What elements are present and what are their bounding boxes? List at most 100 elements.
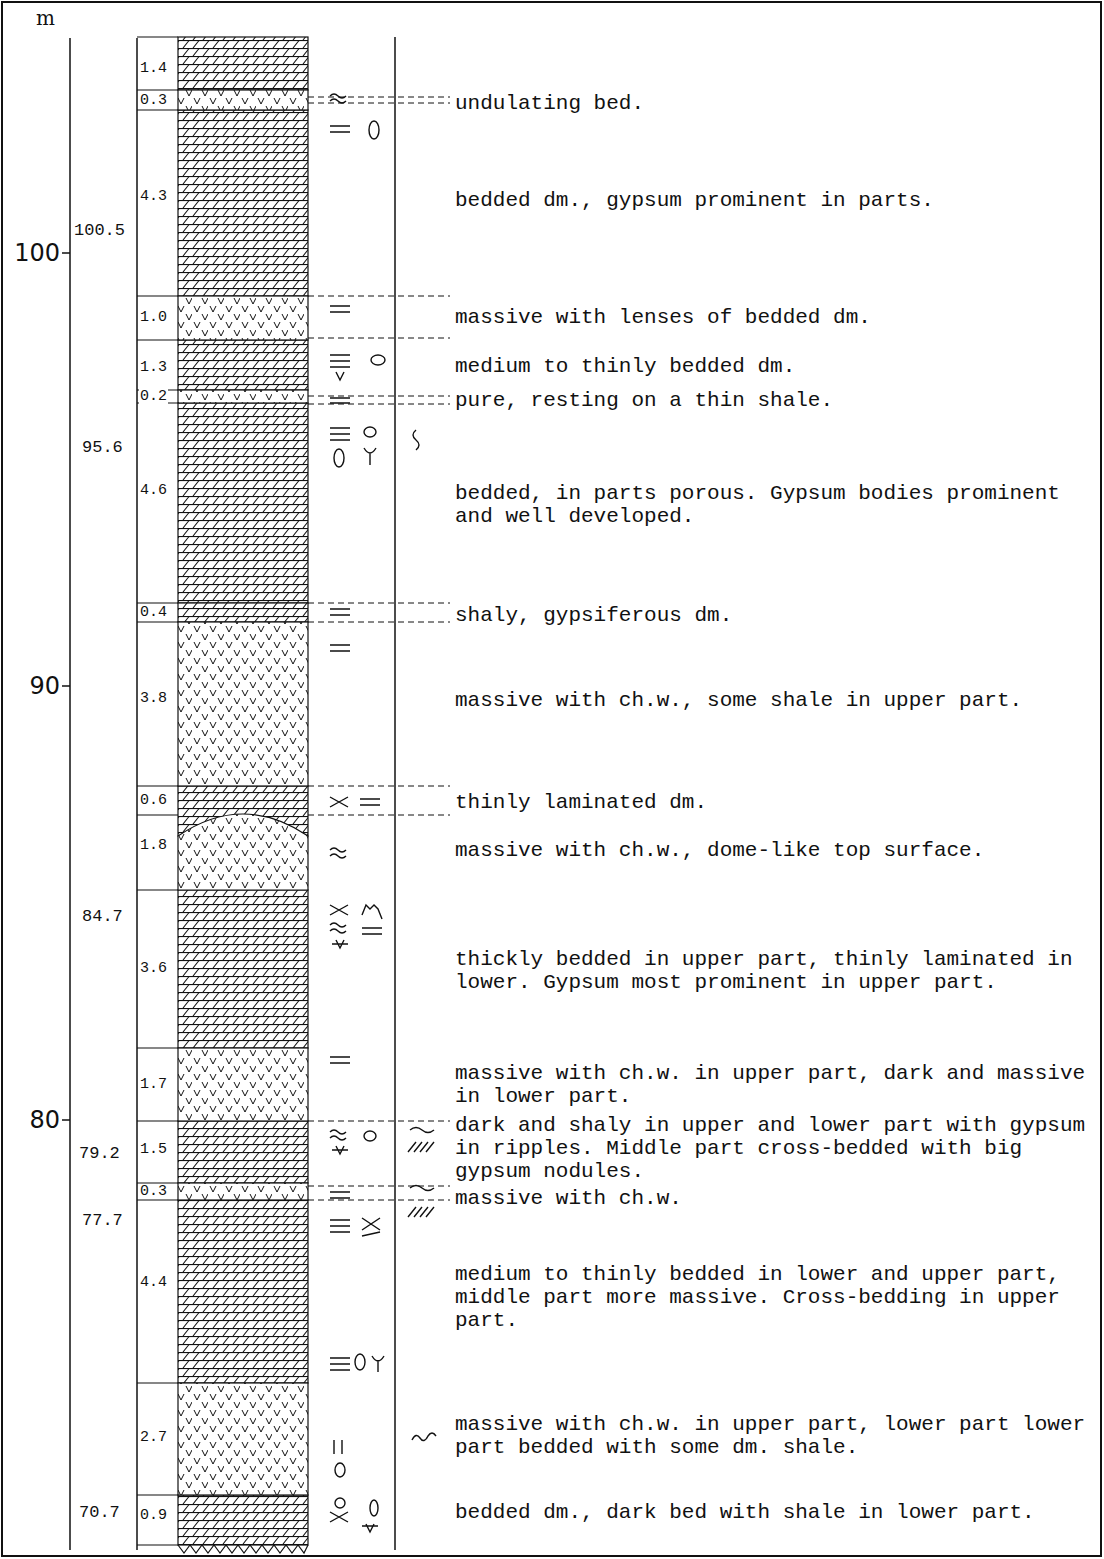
thickness-value: 3.6 xyxy=(139,961,168,976)
thickness-cell-line xyxy=(137,1120,178,1121)
leader-line xyxy=(308,1200,450,1201)
gypsum-layer xyxy=(178,622,308,786)
dolomite-layer xyxy=(178,1121,308,1183)
depth-axis xyxy=(136,38,138,1550)
structure-symbol xyxy=(330,1218,380,1236)
thickness-value: 0.6 xyxy=(139,793,168,808)
leader-line xyxy=(308,103,450,104)
structure-symbol xyxy=(330,848,346,858)
structure-symbol xyxy=(369,121,379,139)
structure-symbol xyxy=(334,1440,342,1454)
thickness-cell-line xyxy=(137,37,178,1545)
structure-symbol xyxy=(330,1512,348,1522)
structure-symbol xyxy=(335,1463,345,1477)
thickness-cell-line xyxy=(137,339,178,340)
structure-symbol xyxy=(364,1131,376,1141)
structure-symbol xyxy=(330,126,350,132)
thickness-value: 0.3 xyxy=(139,1184,168,1199)
thickness-value: 4.3 xyxy=(139,189,168,204)
structure-symbol xyxy=(371,355,385,365)
structure-symbol xyxy=(330,1358,350,1370)
leader-line xyxy=(308,404,450,405)
structure-symbol xyxy=(330,905,382,919)
structure-symbol xyxy=(412,1433,436,1441)
dolomite-layer xyxy=(178,403,308,603)
layer-description: medium to thinly bedded in lower and upp… xyxy=(455,1263,1095,1332)
layer-description: medium to thinly bedded dm. xyxy=(455,355,1095,378)
structure-symbol xyxy=(330,645,350,651)
depth-axis xyxy=(62,252,70,254)
depth-axis xyxy=(62,37,395,1550)
leader-line xyxy=(308,603,450,604)
depth-axis xyxy=(62,685,70,687)
structure-symbol xyxy=(370,1500,378,1516)
thickness-cell-line xyxy=(137,621,178,622)
layer-description: undulating bed. xyxy=(455,92,1095,115)
structure-symbol xyxy=(330,1186,434,1218)
structure-symbol xyxy=(330,1130,348,1154)
layer-description: bedded dm., gypsum prominent in parts. xyxy=(455,189,1095,212)
leader-line xyxy=(308,1186,450,1187)
layer-description: bedded, in parts porous. Gypsum bodies p… xyxy=(455,482,1095,528)
gypsum-layer xyxy=(178,296,308,340)
depth-value: 100.5 xyxy=(74,221,136,240)
structure-symbol xyxy=(330,428,350,440)
dolomite-layer xyxy=(178,890,308,1048)
thickness-value: 2.7 xyxy=(139,1430,168,1445)
thickness-value: 0.4 xyxy=(139,605,168,620)
thickness-cell-line xyxy=(137,1199,178,1200)
thickness-cell-line xyxy=(137,36,178,37)
thickness-cell-line xyxy=(137,889,178,890)
thickness-cell-line xyxy=(137,295,178,296)
layer-description: shaly, gypsiferous dm. xyxy=(455,604,1095,627)
thickness-value: 3.8 xyxy=(139,691,168,706)
structure-symbol xyxy=(330,306,350,312)
thickness-value: 4.4 xyxy=(139,1275,168,1290)
thickness-value: 1.5 xyxy=(139,1142,168,1157)
structure-symbol xyxy=(330,1057,350,1063)
structure-symbol xyxy=(364,430,419,465)
leader-line xyxy=(308,786,450,787)
leader-line xyxy=(308,815,450,816)
leader-line xyxy=(308,296,450,297)
depth-value: 70.7 xyxy=(79,1503,135,1522)
depth-scale-number: 90 xyxy=(4,673,60,699)
leader-line xyxy=(308,97,450,98)
structure-symbol xyxy=(330,923,382,948)
thickness-value: 0.9 xyxy=(139,1508,168,1523)
depth-axis xyxy=(394,37,396,1550)
layer-description: massive with ch.w. in upper part, lower … xyxy=(455,1413,1095,1459)
dolomite-layer xyxy=(178,37,308,90)
leader-line xyxy=(308,622,450,623)
layer-description: massive with ch.w. in upper part, dark a… xyxy=(455,1062,1095,1108)
gypsum-layer xyxy=(178,390,308,403)
thickness-value: 1.4 xyxy=(139,61,168,76)
layer-description: massive with ch.w., dome-like top surfac… xyxy=(455,839,1095,862)
structure-symbol xyxy=(364,427,376,437)
layer-description: pure, resting on a thin shale. xyxy=(455,389,1095,412)
structure-symbol xyxy=(330,355,350,380)
thickness-cell-line xyxy=(137,1047,178,1048)
layer-description: thickly bedded in upper part, thinly lam… xyxy=(455,948,1095,994)
dolomite-layer xyxy=(178,1200,308,1383)
leader-line xyxy=(308,97,450,1200)
structure-symbol xyxy=(335,1498,345,1508)
gypsum-layer xyxy=(178,1383,308,1495)
thickness-cell-line xyxy=(137,602,178,603)
thickness-cell-line xyxy=(137,1544,178,1545)
layer-description: massive with ch.w. xyxy=(455,1187,1095,1210)
depth-scale-number: 80 xyxy=(4,1107,60,1133)
thickness-cell-line xyxy=(137,1494,178,1495)
thickness-value: 0.2 xyxy=(139,389,168,404)
depth-axis xyxy=(62,1119,70,1121)
thickness-value: 1.8 xyxy=(139,838,168,853)
structure-symbol xyxy=(330,609,350,615)
thickness-value: 1.7 xyxy=(139,1077,168,1092)
thickness-cell-line xyxy=(137,1382,178,1383)
gypsum-layer xyxy=(178,1048,308,1121)
layer-description: thinly laminated dm. xyxy=(455,791,1095,814)
gypsum-layer xyxy=(178,90,308,110)
